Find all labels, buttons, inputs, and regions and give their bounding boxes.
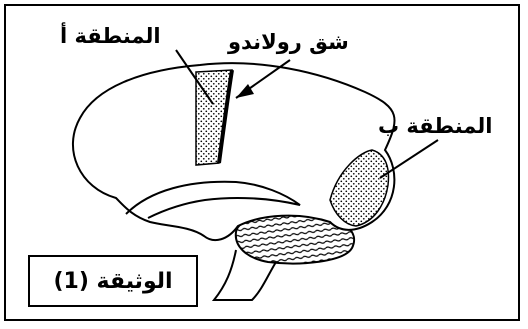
document-caption: الوثيقة (1) — [53, 269, 172, 294]
label-area-a: المنطقة أ — [60, 26, 161, 47]
caption-box: الوثيقة (1) — [28, 255, 198, 307]
label-rolando-fissure: شق رولاندو — [228, 32, 349, 53]
label-area-b: المنطقة ب — [378, 116, 492, 137]
